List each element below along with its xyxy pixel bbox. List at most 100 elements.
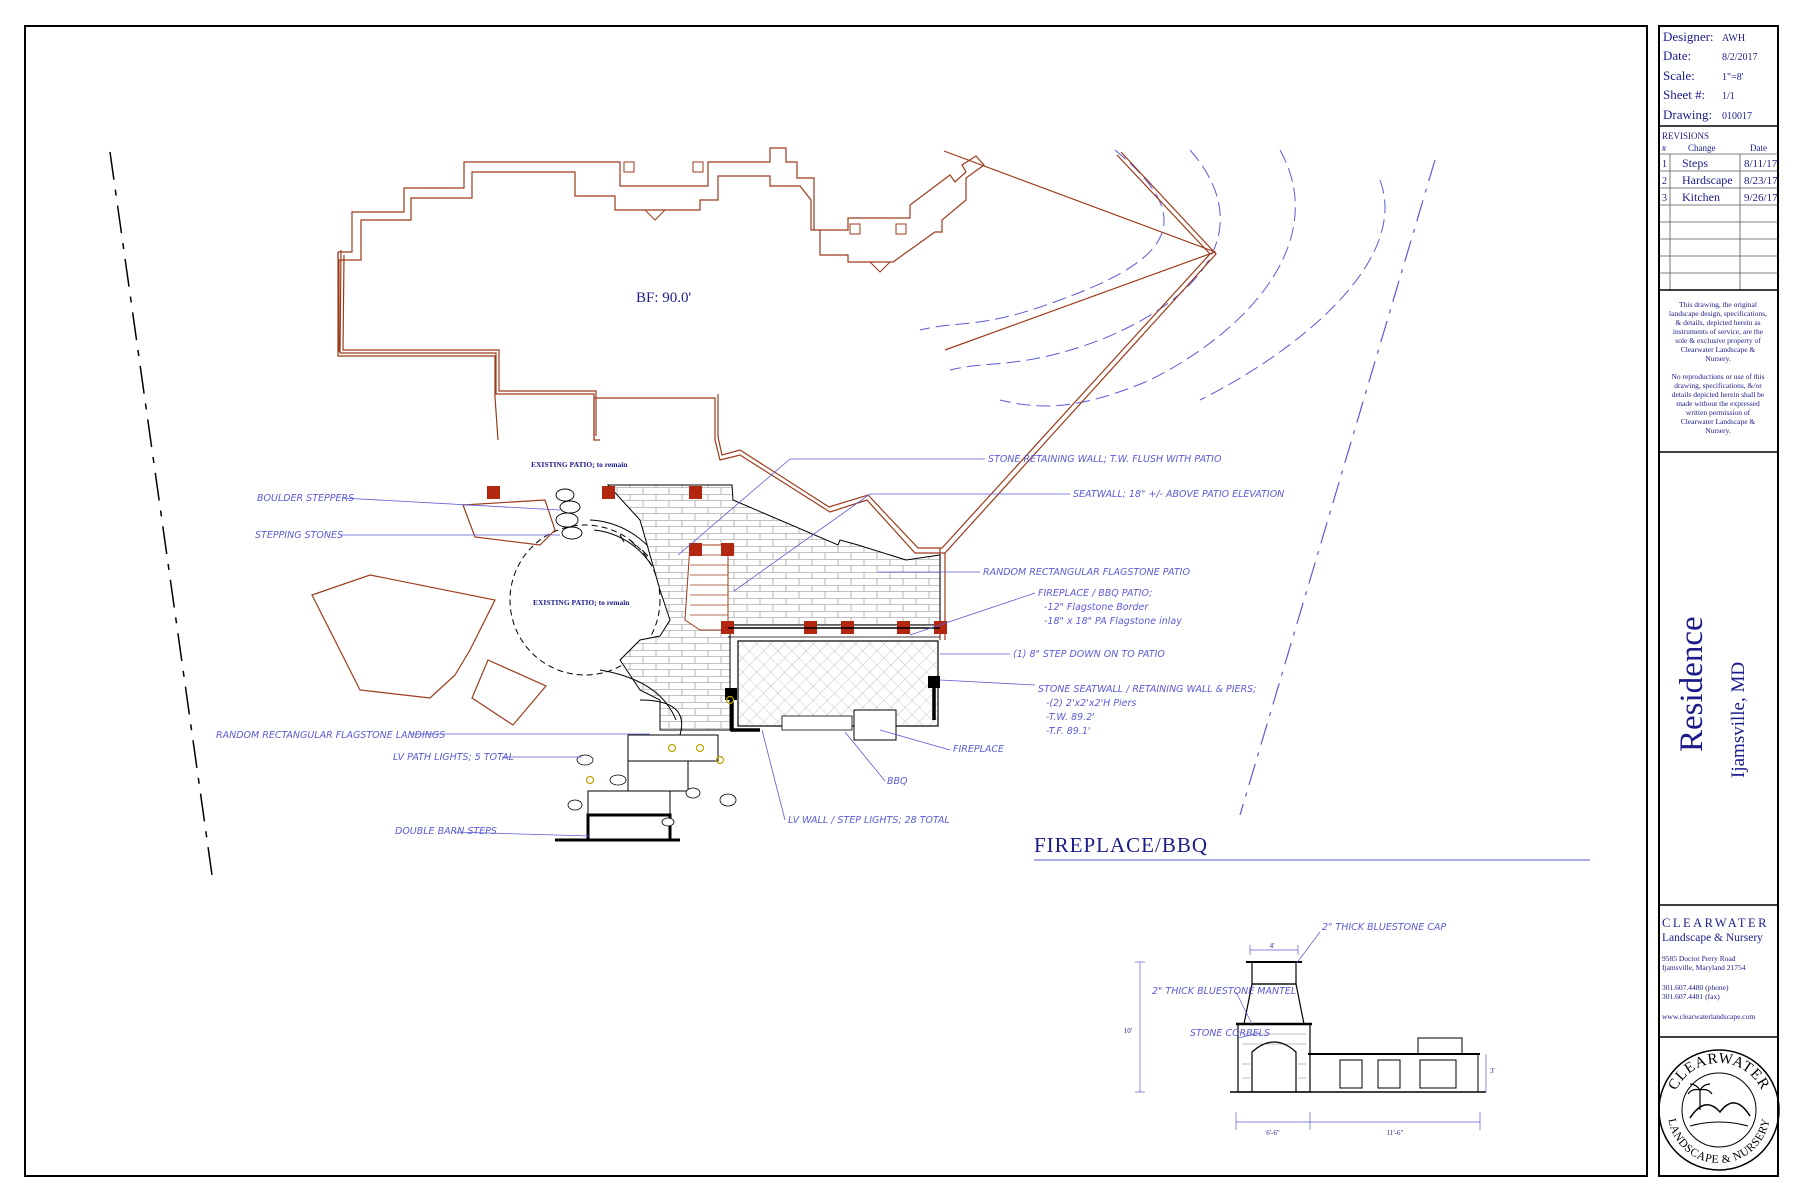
note-bluestone-mantel: 2" THICK BLUESTONE MANTEL [1152,986,1296,997]
dimension-top-width: 4' [1270,942,1275,950]
contour-lines [919,149,1386,407]
svg-text:landscape design, specificatio: landscape design, specifications, [1669,309,1767,318]
svg-text:instruments of service, are th: instruments of service, are the [1673,327,1764,336]
property-line-east [1239,159,1436,816]
bbq-structure [781,715,853,731]
stone-piers [487,486,947,634]
callout-double-barn-steps: DOUBLE BARN STEPS [395,826,497,837]
svg-text:8/11/17: 8/11/17 [1744,158,1778,170]
dimension-fireplace-width: 6'-6" [1266,1129,1280,1137]
callout-stone-seatwall-line1: -(2) 2'x2'x2'H Piers [1046,698,1136,709]
title-block: Designer: AWH Date: 8/2/2017 Scale: 1"=8… [1658,29,1780,1171]
revisions-header-date: Date [1750,143,1767,153]
callout-stepping-stones: STEPPING STONES [255,530,343,541]
drawing-border [24,25,1648,1177]
svg-text:made without the expressed: made without the expressed [1676,399,1760,408]
existing-patio-label-circle: EXISTING PATIO; to remain [533,598,630,607]
seal-top-text: CLEARWATER [1665,1051,1771,1093]
elevation-bbq-counter [1308,1037,1480,1093]
fireplace-bbq-elevation: 4' 10' 3' 6'-6" 11'-6" 2" THICK BLUESTON… [1124,922,1495,1137]
date-label: Date: [1663,48,1691,63]
revision-row-1: 1 Steps 8/11/17 [1662,156,1778,170]
revisions-header-change: Change [1688,143,1716,153]
seal-bottom-text: LANDSCAPE & NURSERY [1665,1117,1772,1166]
company-fax: 301.607.4481 (fax) [1662,992,1720,1001]
callout-flagstone-patio: RANDOM RECTANGULAR FLAGSTONE PATIO [983,567,1190,578]
svg-text:sole & exclusive property of: sole & exclusive property of [1675,336,1761,345]
note-bluestone-cap: 2" THICK BLUESTONE CAP [1322,922,1446,933]
revision-row-2: 2 Hardscape 8/23/17 [1662,173,1778,187]
section-title: FIREPLACE/BBQ [1034,833,1208,857]
svg-text:LANDSCAPE & NURSERY: LANDSCAPE & NURSERY [1665,1117,1772,1166]
stone-stairs [684,544,729,631]
callout-stone-seatwall-line3: -T.F. 89.1' [1046,726,1090,737]
designer-value: AWH [1722,33,1745,44]
revisions-grid [1659,153,1778,290]
project-title: Residence [1674,616,1710,752]
svg-text:No reproductions or use of thi: No reproductions or use of this [1671,372,1764,381]
callout-lv-wall-lights: LV WALL / STEP LIGHTS; 28 TOTAL [788,815,950,826]
callout-fireplace-patio-line1: -12" Flagstone Border [1044,602,1149,613]
company-seal-logo: CLEARWATER LANDSCAPE & NURSERY [1658,1049,1780,1171]
planting-beds [311,499,556,726]
designer-label: Designer: [1663,29,1714,44]
svg-text:This drawing, the original: This drawing, the original [1679,300,1757,309]
callout-bbq: BBQ [887,776,908,787]
svg-text:written permission of: written permission of [1686,408,1751,417]
company-address-2: Ijamsville, Maryland 21754 [1662,963,1746,972]
svg-text:9/26/17: 9/26/17 [1744,192,1778,204]
svg-text:2: 2 [1662,176,1667,187]
callout-stone-seatwall-line2: -T.W. 89.2' [1046,712,1095,723]
callout-flagstone-landings: RANDOM RECTANGULAR FLAGSTONE LANDINGS [216,730,445,741]
svg-text:Nursery.: Nursery. [1705,426,1731,435]
dimension-height: 10' [1124,1027,1132,1035]
fireplace-bbq-patio [737,640,939,727]
svg-text:Steps: Steps [1682,156,1708,170]
svg-text:1: 1 [1662,159,1667,170]
svg-text:Hardscape: Hardscape [1682,173,1733,187]
scale-value: 1"=8' [1722,72,1744,83]
company-subtitle: Landscape & Nursery [1662,932,1763,944]
callout-fireplace-patio-line2: -18" x 18" PA Flagstone inlay [1044,616,1182,627]
svg-text:3: 3 [1662,193,1667,204]
callout-fireplace-patio-title: FIREPLACE / BBQ PATIO; [1038,588,1152,599]
seal-palm-icon [1687,1083,1713,1110]
property-line-west [109,151,213,876]
seal-mountains-icon [1689,1102,1751,1119]
callout-seatwall: SEATWALL; 18" +/- ABOVE PATIO ELEVATION [1073,489,1284,500]
drawing-label: Drawing: [1663,107,1712,122]
svg-text:CLEARWATER: CLEARWATER [1665,1051,1772,1093]
boulder-steppers [555,488,583,540]
callout-boulder-steppers: BOULDER STEPPERS [257,493,354,504]
elevation-dimensions [1135,931,1487,1130]
note-stone-corbels: STONE CORBELS [1190,1028,1270,1039]
svg-text:details depicted herein shall: details depicted herein shall be [1672,390,1765,399]
company-website: www.clearwaterlandscape.com [1662,1012,1755,1021]
site-plan: BF: 90.0' EXISTING PATIO; to remain EXIS… [109,147,1590,876]
scale-label: Scale: [1663,68,1695,83]
company-address-1: 9585 Doctor Perry Road [1662,954,1736,963]
svg-text:Clearwater Landscape &: Clearwater Landscape & [1681,417,1756,426]
callout-fireplace: FIREPLACE [953,744,1004,755]
house-bay-windows [623,161,907,273]
callout-stone-seatwall-title: STONE SEATWALL / RETAINING WALL & PIERS; [1038,684,1256,695]
callout-leaders [340,458,1070,837]
svg-text:drawing, specifications, &/or: drawing, specifications, &/or [1674,381,1762,390]
existing-house-outline [337,147,1217,441]
house-floor-elevation: BF: 90.0' [636,290,692,306]
title-block-border [1658,25,1779,1177]
svg-text:Kitchen: Kitchen [1682,190,1720,204]
stepping-stones [567,754,737,827]
lower-stairs [587,734,719,816]
dimension-bbq-width: 11'-6" [1387,1129,1404,1137]
stone-texture [1242,1033,1306,1079]
drawing-value: 010017 [1722,111,1752,122]
svg-text:8/23/17: 8/23/17 [1744,175,1778,187]
callout-lv-path-lights: LV PATH LIGHTS; 5 TOTAL [393,752,514,763]
svg-text:Clearwater Landscape &: Clearwater Landscape & [1681,345,1756,354]
disclaimer-block: This drawing, the original landscape des… [1669,300,1767,435]
fireplace-structure [853,709,897,741]
sheet-value: 1/1 [1722,91,1735,102]
existing-patio-label-top: EXISTING PATIO; to remain [531,460,628,469]
